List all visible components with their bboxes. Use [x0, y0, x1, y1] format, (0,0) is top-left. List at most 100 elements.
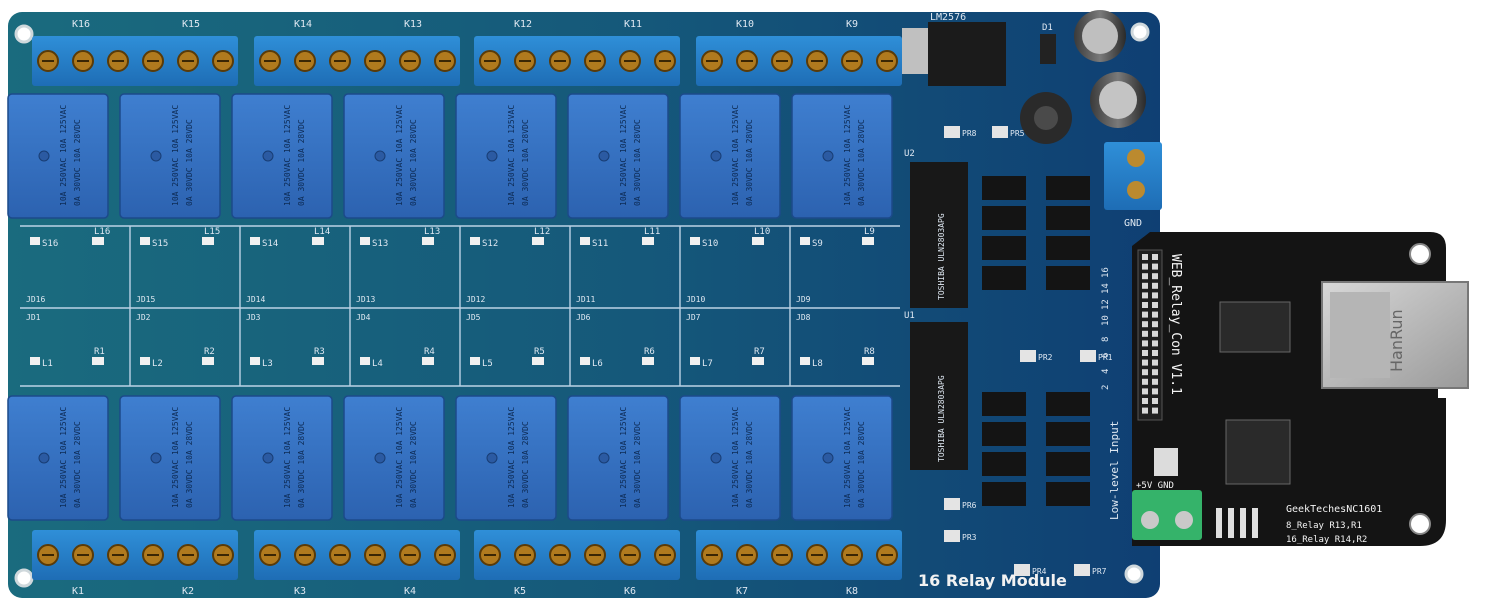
terminal-label: K6	[624, 586, 636, 597]
mounting-holes	[14, 22, 1150, 588]
relay-rating: 10A 250VAC 10A 125VAC	[507, 105, 516, 206]
header-pin	[1142, 292, 1148, 299]
led-label: S15	[152, 239, 168, 249]
header-pin	[1152, 273, 1158, 280]
relay-rating: 10A 250VAC 10A 125VAC	[171, 407, 180, 508]
smd-led	[140, 237, 150, 245]
led-label: S12	[482, 239, 498, 249]
header-pin	[1152, 254, 1158, 260]
led-label: L2	[152, 359, 163, 369]
smd-led	[360, 237, 370, 245]
relay	[791, 93, 893, 219]
header-pin	[1142, 263, 1148, 270]
smd-resistor	[92, 357, 104, 365]
resistor-label: R7	[754, 347, 765, 357]
led-label: L3	[262, 359, 273, 369]
smd-led	[250, 237, 260, 245]
relay-rating-2: 0A 30VDC 10A 28VDC	[297, 119, 306, 206]
relay	[231, 395, 333, 521]
terminal-label: K14	[294, 19, 312, 30]
led-label: S9	[812, 239, 823, 249]
header-pin	[1142, 378, 1148, 385]
relay-rating-2: 0A 30VDC 10A 28VDC	[185, 421, 194, 508]
jd-label: JD15	[136, 295, 155, 304]
jd-label: JD16	[26, 295, 45, 304]
relay-rating-2: 0A 30VDC 10A 28VDC	[73, 119, 82, 206]
optocoupler	[982, 266, 1026, 290]
relay	[679, 93, 781, 219]
pin-number: 4	[1101, 369, 1111, 374]
header-pin	[1152, 388, 1158, 395]
resistor-label: L16	[94, 227, 110, 237]
smd-led	[800, 357, 810, 365]
pin-number: 8	[1101, 337, 1111, 342]
relay-rating: 10A 250VAC 10A 125VAC	[283, 105, 292, 206]
resistor-label: L10	[754, 227, 770, 237]
pr-label: PR8	[962, 129, 977, 138]
pin-number: 12	[1101, 299, 1111, 310]
header-pin	[1152, 398, 1158, 404]
relay-rating: 10A 250VAC 10A 125VAC	[843, 105, 852, 206]
header-pin	[1142, 254, 1148, 260]
relay	[791, 395, 893, 521]
relay-rating-2: 0A 30VDC 10A 28VDC	[409, 421, 418, 508]
optocoupler	[1046, 422, 1090, 446]
terminal-block	[254, 530, 460, 580]
diode-label: D1	[1042, 23, 1053, 33]
terminal-label: K3	[294, 586, 306, 597]
relay	[455, 93, 557, 219]
terminal-label: K7	[736, 586, 748, 597]
regulator: LM2576 D1	[902, 12, 1056, 86]
led-row-top: S16L16S15L15S14L14S13L13S12L12S11L11S10L…	[30, 227, 875, 249]
optocoupler	[982, 422, 1026, 446]
pr-pad	[992, 126, 1008, 138]
optocoupler	[982, 452, 1026, 476]
smd-led	[140, 357, 150, 365]
web-controller-board: WEB_Relay_Con V1.1 +5V GND GeekTechesNC1…	[1132, 232, 1469, 546]
smd-led	[470, 237, 480, 245]
relay-rating: 10A 250VAC 10A 125VAC	[59, 105, 68, 206]
relay-rating: 10A 250VAC 10A 125VAC	[59, 407, 68, 508]
smd-led	[470, 357, 480, 365]
jd-label: JD13	[356, 295, 375, 304]
smd-led	[30, 357, 40, 365]
resistor-label: R3	[314, 347, 325, 357]
pr-label: PR1	[1098, 353, 1113, 362]
led-label: L8	[812, 359, 823, 369]
resistor-label: R8	[864, 347, 875, 357]
smd-led	[690, 357, 700, 365]
relay-rating: 10A 250VAC 10A 125VAC	[171, 105, 180, 206]
smd-led	[800, 237, 810, 245]
smd-led	[250, 357, 260, 365]
header-pin	[1142, 302, 1148, 308]
pin-number: 16	[1101, 267, 1111, 278]
resistor-label: R4	[424, 347, 435, 357]
header-pin	[1152, 340, 1158, 347]
relay	[119, 395, 221, 521]
resistor-label: R2	[204, 347, 215, 357]
terminal-block	[474, 36, 680, 86]
top-relay-row: 10A 250VAC 10A 125VAC 0A 30VDC 10A 28VDC…	[7, 93, 893, 219]
header-pin	[1142, 398, 1148, 404]
header-pin	[1142, 321, 1148, 328]
terminal-block	[696, 36, 902, 86]
led-label: L5	[482, 359, 493, 369]
pr-pad	[1080, 350, 1096, 362]
pin-number: 10	[1101, 315, 1111, 326]
resistor-label: R6	[644, 347, 655, 357]
relay-rating: 10A 250VAC 10A 125VAC	[619, 105, 628, 206]
header-pin	[1142, 340, 1148, 347]
smd-resistor	[862, 237, 874, 245]
header-pin	[1152, 407, 1158, 414]
pr-pad	[944, 126, 960, 138]
relay-rating: 10A 250VAC 10A 125VAC	[283, 407, 292, 508]
web-power-label: +5V GND	[1136, 481, 1174, 491]
terminal-label: K11	[624, 19, 642, 30]
header-pin	[1142, 359, 1148, 366]
pr-pad	[1020, 350, 1036, 362]
